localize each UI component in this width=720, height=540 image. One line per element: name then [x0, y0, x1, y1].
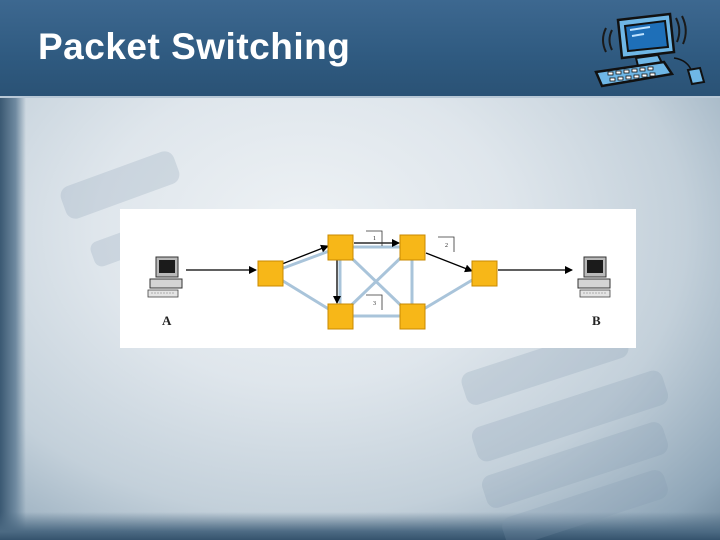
endpoint-a-label: A	[162, 313, 172, 328]
packet-arrows	[186, 239, 573, 304]
router-5	[471, 260, 498, 287]
packet-box-2	[438, 236, 455, 252]
packet-box-3	[366, 294, 383, 310]
arrow-r3-to-r5	[425, 252, 473, 273]
host-a-computer-icon	[147, 256, 183, 298]
bottom-edge-shade	[0, 512, 720, 540]
endpoint-b-label: B	[592, 313, 601, 328]
router-0	[257, 260, 284, 287]
network-links	[269, 245, 485, 318]
packet-box-1	[366, 230, 383, 246]
router-4	[399, 303, 426, 330]
router-2	[327, 303, 354, 330]
arrow-r0-to-r1	[281, 244, 329, 265]
packet-label-1: 1	[373, 236, 376, 242]
router-3	[399, 234, 426, 261]
network-graph: 1 2 3	[147, 230, 611, 330]
packet-label-boxes	[366, 230, 455, 310]
packet-switching-diagram: 1 2 3 A B	[120, 209, 636, 348]
title-bar: Packet Switching	[0, 0, 720, 98]
computer-monitor-icon	[594, 12, 706, 88]
router-1	[327, 234, 354, 261]
slide-title: Packet Switching	[38, 26, 351, 67]
left-edge-shade	[0, 98, 26, 540]
packet-numbers: 1 2 3	[373, 236, 448, 307]
routers	[257, 234, 498, 330]
host-b-computer-icon	[577, 256, 611, 298]
packet-label-2: 2	[445, 243, 448, 249]
packet-label-3: 3	[373, 301, 376, 307]
